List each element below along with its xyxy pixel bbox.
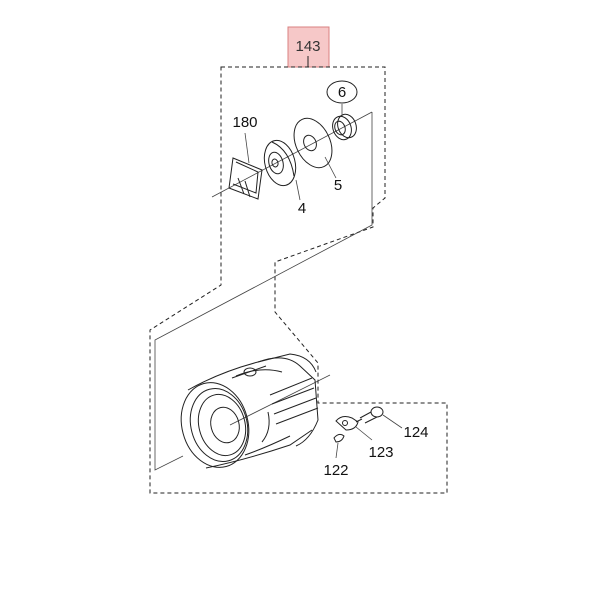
part-180-wire-clip[interactable]: 180	[228, 114, 263, 200]
part-180-label: 180	[232, 114, 257, 131]
part-5-washer[interactable]: 5	[287, 112, 343, 194]
axis-line-upper	[211, 119, 358, 198]
part-122-label: 122	[323, 462, 348, 479]
axis-line-right	[356, 111, 373, 121]
part-4-label: 4	[298, 200, 306, 217]
part-122-pin[interactable]: 122	[323, 433, 349, 479]
spool-body[interactable]	[172, 353, 319, 475]
assembly-outline	[149, 66, 448, 494]
part-6-label: 6	[338, 84, 346, 101]
part-123-lever[interactable]: 123	[335, 416, 394, 461]
part-5-label: 5	[334, 177, 342, 194]
part-6-bearing[interactable]: 6	[326, 80, 360, 142]
part-123-label: 123	[368, 444, 393, 461]
part-4-knob[interactable]: 4	[260, 137, 307, 217]
part-143-label: 143	[295, 38, 320, 55]
part-124-label: 124	[403, 424, 428, 441]
axis-connector	[154, 112, 373, 471]
part-143-callout[interactable]: 143	[287, 26, 330, 68]
part-6-callout-oval	[326, 80, 358, 104]
